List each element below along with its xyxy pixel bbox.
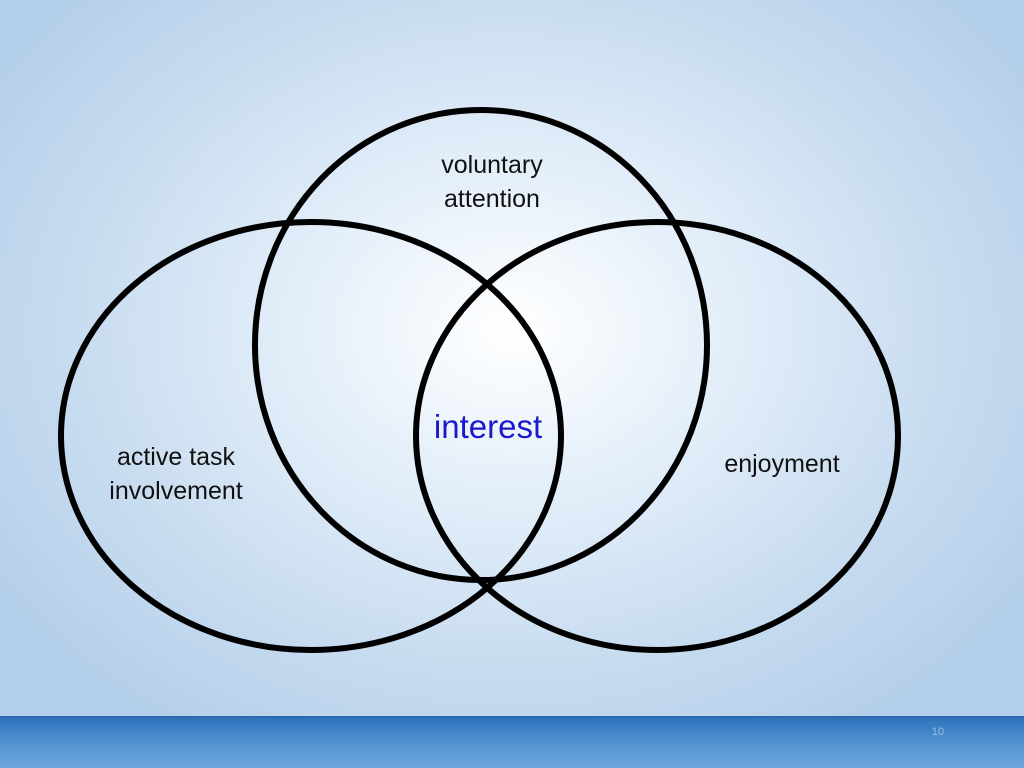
label-active-task-involvement: active task involvement <box>76 440 276 508</box>
label-enjoyment-line-1: enjoyment <box>724 450 840 478</box>
footer-bar: 10 <box>0 716 1024 768</box>
label-active-task-involvement-line-2: involvement <box>109 477 243 505</box>
circle-enjoyment <box>413 219 901 653</box>
label-enjoyment: enjoyment <box>682 447 882 481</box>
label-voluntary-attention: voluntary attention <box>392 148 592 216</box>
page-number: 10 <box>931 726 944 738</box>
label-voluntary-attention-line-1: voluntary <box>441 151 543 179</box>
venn-diagram <box>58 107 901 653</box>
label-interest: interest <box>433 408 543 445</box>
label-voluntary-attention-line-2: attention <box>444 185 540 213</box>
circle-active-task-involvement <box>58 219 564 653</box>
label-active-task-involvement-line-1: active task <box>116 443 236 471</box>
